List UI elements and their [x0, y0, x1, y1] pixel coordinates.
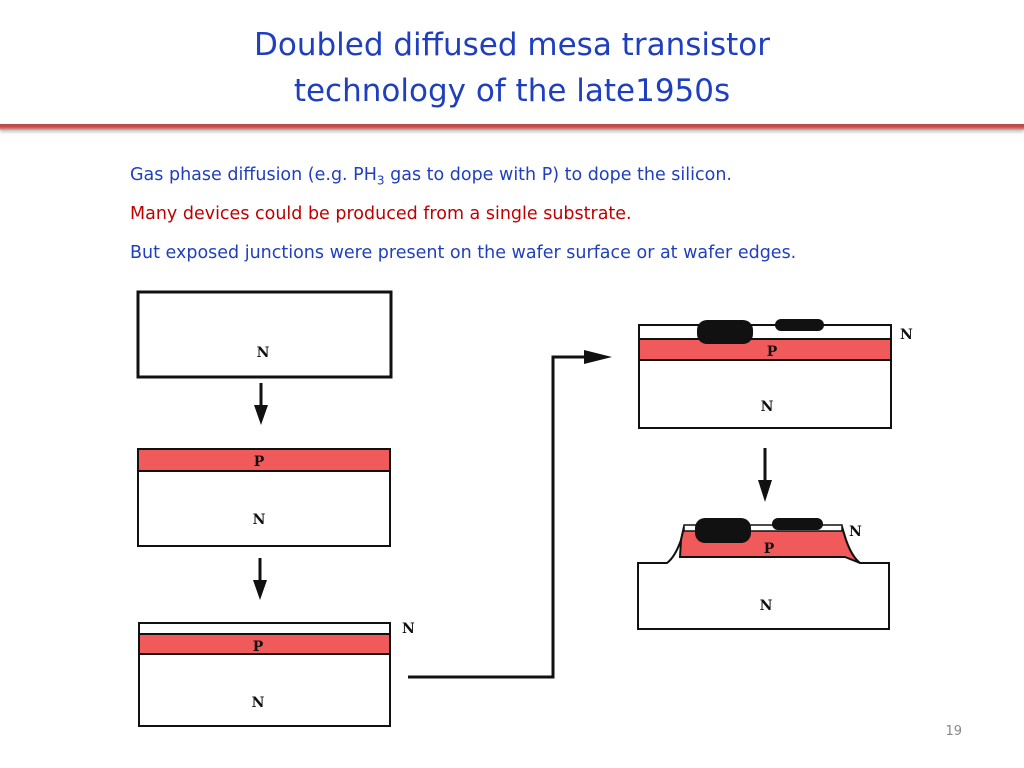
n-label-2: N [253, 512, 266, 528]
n-top-layer-4 [638, 324, 892, 340]
title-line-1: Doubled diffused mesa transistor [253, 27, 771, 63]
arrow-connector [408, 350, 612, 679]
title-line-2: technology of the late1950s [293, 73, 731, 109]
n-top-label-4: N [900, 327, 913, 343]
title-divider [0, 124, 1024, 130]
n-top-layer-5 [683, 524, 843, 532]
slide-title: Doubled diffused mesa transistor technol… [0, 22, 1024, 114]
wafer-step-4: P N N [638, 319, 913, 429]
wafer-step-1: N [136, 290, 393, 379]
bullet-gas-phase: Gas phase diffusion (e.g. PH3 gas to dop… [130, 160, 990, 199]
bullet-exposed-junctions: But exposed junctions were present on th… [130, 243, 797, 263]
base-contact-5 [772, 518, 823, 530]
bullet-list: Gas phase diffusion (e.g. PH3 gas to dop… [130, 160, 990, 277]
p-label-2: P [254, 454, 265, 470]
p-layer-2 [137, 448, 391, 472]
bullet-1-prefix: Gas phase diffusion (e.g. PH [130, 165, 377, 185]
n-top-label-3: N [402, 621, 415, 637]
p-label-5: P [764, 541, 775, 557]
p-layer-3 [138, 633, 391, 655]
n-substrate-1 [136, 290, 393, 379]
wafer-step-2: P N [137, 448, 391, 547]
bullet-1-subscript: 3 [376, 173, 385, 188]
bullet-1-suffix: gas to dope with P) to dope the silicon. [384, 165, 732, 185]
n-label-4: N [761, 399, 774, 415]
n-label-1: N [257, 345, 270, 361]
p-label-4: P [767, 344, 778, 360]
page-number: 19 [945, 724, 962, 739]
p-layer-4 [638, 338, 892, 361]
arrow-down-3 [758, 448, 772, 502]
wafer-step-5: P N N [637, 518, 890, 630]
arrow-down-1 [254, 383, 268, 425]
n-top-label-5: N [849, 524, 862, 540]
p-label-3: P [253, 639, 264, 655]
arrow-down-2 [253, 558, 267, 600]
base-contact-4 [775, 319, 824, 331]
emitter-contact-4 [697, 320, 753, 344]
bullet-many-devices: Many devices could be produced from a si… [130, 204, 632, 224]
wafer-step-3: P N N [138, 621, 415, 727]
emitter-contact-5 [695, 518, 751, 543]
n-label-5: N [760, 598, 773, 614]
n-top-layer-3 [138, 622, 391, 635]
n-label-3: N [252, 695, 265, 711]
